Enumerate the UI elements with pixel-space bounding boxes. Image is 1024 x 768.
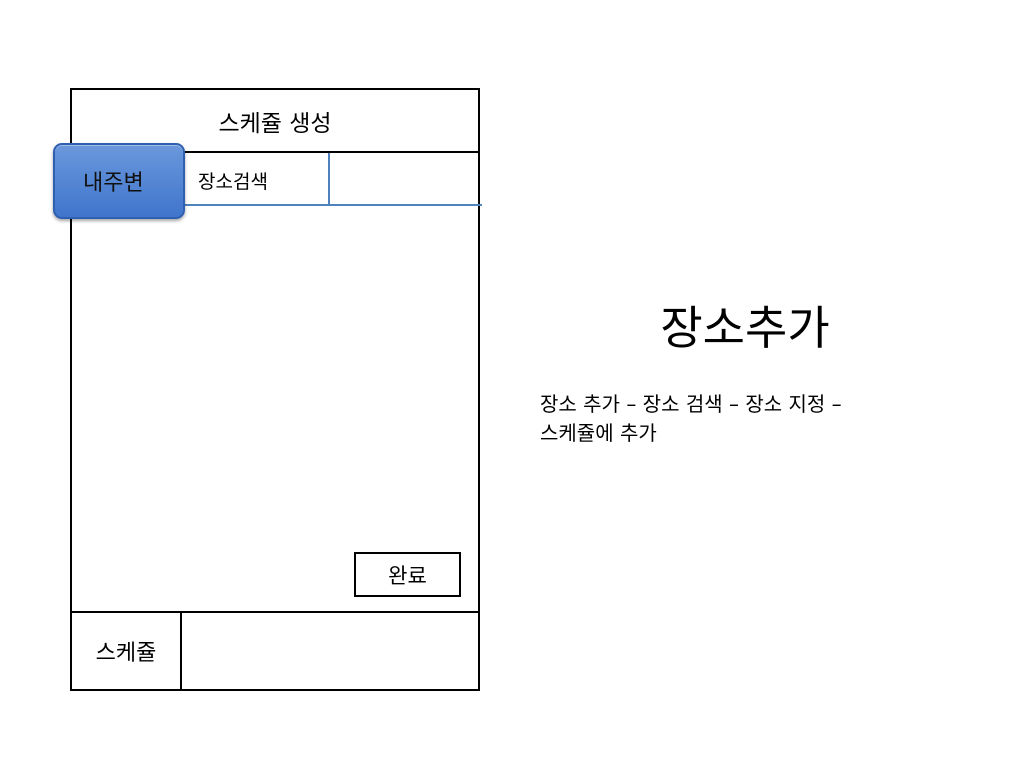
description-line-1: 장소 추가 – 장소 검색 – 장소 지정 – — [540, 392, 842, 416]
tab-schedule[interactable]: 스케쥴 — [72, 613, 182, 689]
bottom-bar-empty-area — [182, 613, 478, 689]
search-row: 장소검색 — [180, 153, 482, 206]
slide-description: 장소 추가 – 장소 검색 – 장소 지정 – 스케쥴에 추가 — [540, 390, 960, 448]
search-label[interactable]: 장소검색 — [180, 153, 330, 204]
phone-mockup: 스케쥴 생성 장소검색 완료 스케쥴 — [70, 88, 482, 691]
nearby-button[interactable]: 내주변 — [53, 143, 185, 219]
bottom-bar: 스케쥴 — [72, 611, 478, 689]
page-title: 스케쥴 생성 — [72, 90, 478, 153]
description-line-2: 스케쥴에 추가 — [540, 421, 657, 445]
done-button[interactable]: 완료 — [354, 552, 461, 597]
slide-title: 장소추가 — [660, 301, 830, 355]
search-input[interactable] — [330, 153, 482, 204]
